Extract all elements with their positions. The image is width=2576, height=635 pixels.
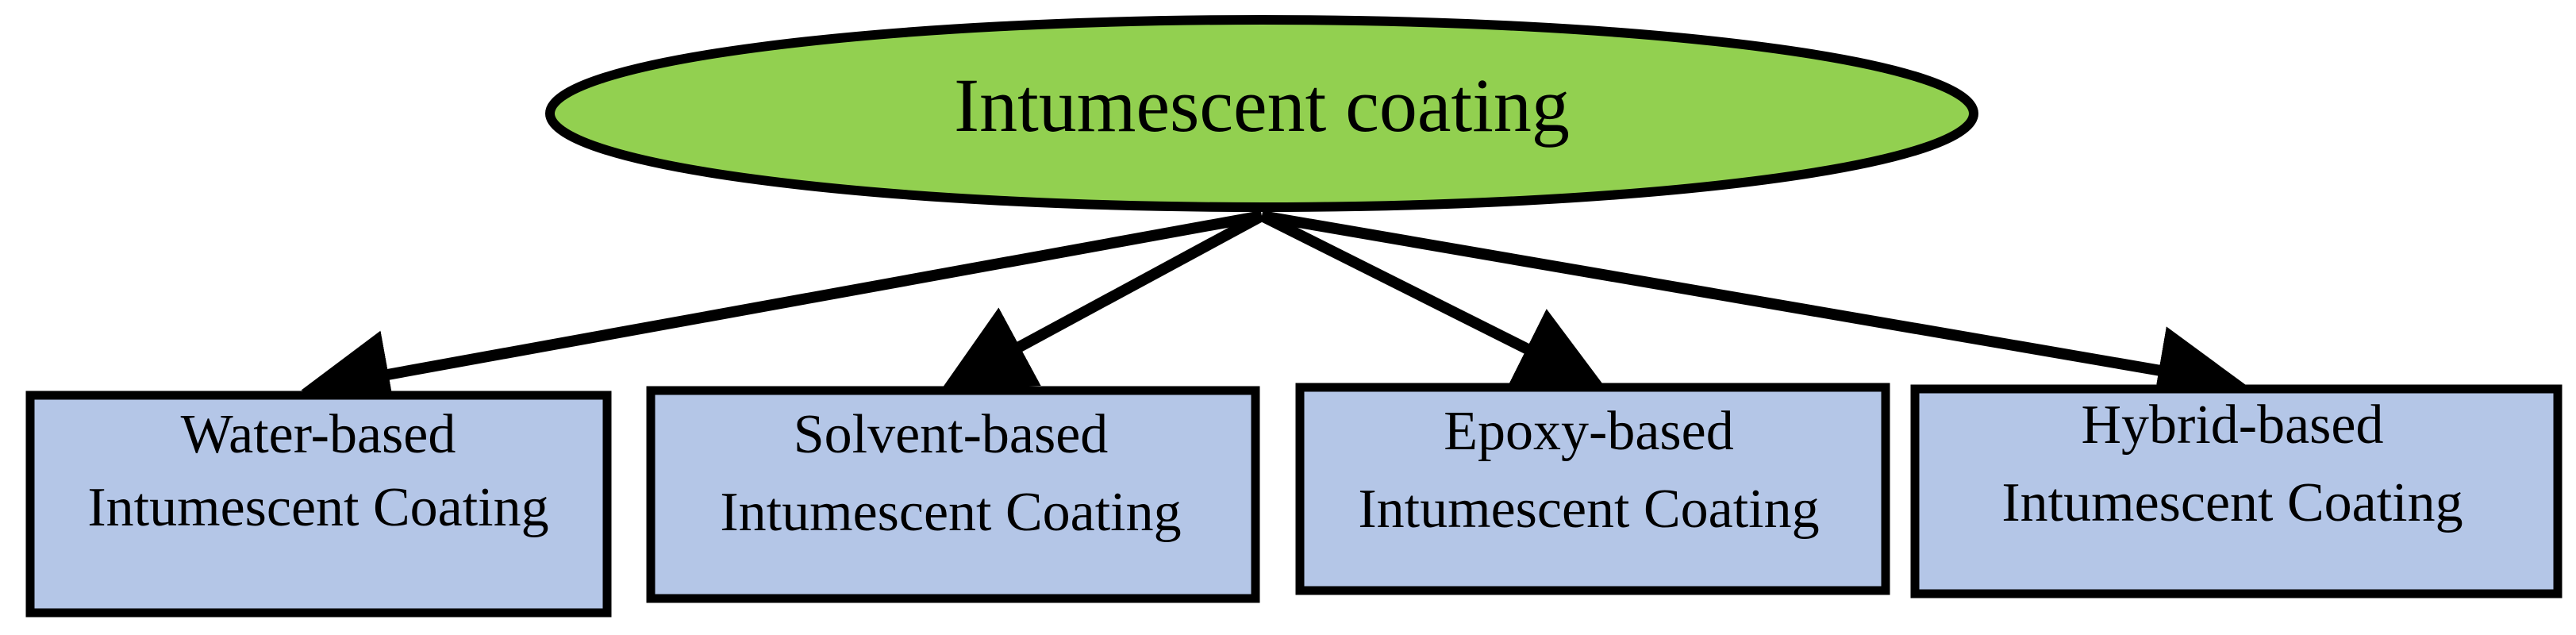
child-node-epoxy-based: Epoxy-based Intumescent Coating xyxy=(1295,383,1890,595)
child-label-line2: Intumescent Coating xyxy=(2001,472,2463,533)
child-label-line2: Intumescent Coating xyxy=(720,482,1181,543)
root-ellipse xyxy=(545,15,1978,212)
child-box xyxy=(1910,384,2563,598)
connector-arrows xyxy=(301,210,2247,418)
arrow-to-epoxy-based xyxy=(1259,210,1606,389)
child-box xyxy=(1295,383,1890,595)
child-node-solvent-based: Solvent-based Intumescent Coating xyxy=(646,386,1260,603)
child-node-hybrid-based: Hybrid-based Intumescent Coating xyxy=(1910,384,2563,598)
child-label-line1: Epoxy-based xyxy=(1444,401,1733,462)
child-box xyxy=(25,391,612,618)
arrow-to-solvent-based xyxy=(941,210,1265,389)
child-node-water-based: Water-based Intumescent Coating xyxy=(25,391,612,618)
arrow-to-water-based xyxy=(301,210,1263,418)
arrow-to-hybrid-based xyxy=(1260,210,2247,414)
child-label-line2: Intumescent Coating xyxy=(1358,479,1819,540)
child-label-line1: Hybrid-based xyxy=(2081,394,2383,456)
child-box xyxy=(646,386,1260,603)
child-label-line1: Solvent-based xyxy=(794,404,1109,465)
root-label: Intumescent coating xyxy=(954,63,1570,148)
child-label-line2: Intumescent Coating xyxy=(87,477,548,538)
root-node: Intumescent coating xyxy=(545,15,1978,212)
child-label-line1: Water-based xyxy=(181,404,456,465)
